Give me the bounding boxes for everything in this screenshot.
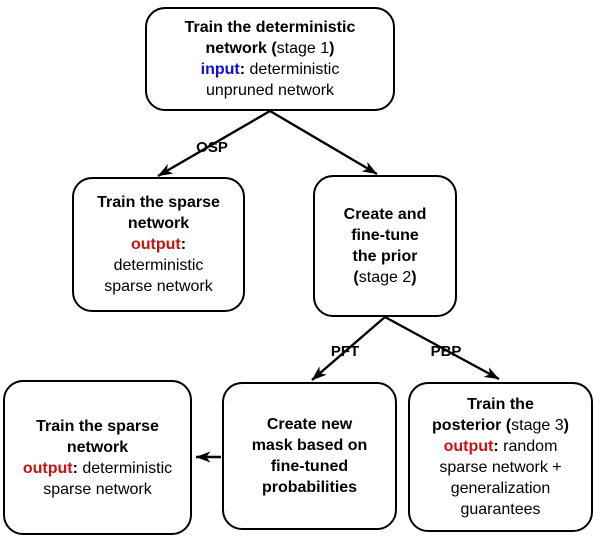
input-keyword: input	[200, 61, 240, 78]
text-line: sparse network	[9, 479, 186, 500]
text-line: Create and	[319, 204, 451, 225]
text-segment: probabilities	[261, 479, 358, 496]
text-segment: )	[329, 40, 335, 57]
edge-label-pft: PFT	[331, 343, 359, 360]
text-segment: :	[180, 236, 187, 253]
output-keyword: output	[443, 438, 494, 455]
text-line: output: deterministic	[9, 458, 186, 479]
text-line: Train the	[414, 394, 587, 415]
edge-prior-to-posterior-pbp	[384, 315, 500, 381]
node-train-sparse-network-osp: Train the sparse network output: determinis…	[72, 177, 245, 312]
text-line: network	[78, 213, 239, 234]
edge-label-osp: OSP	[196, 139, 228, 156]
text-line: deterministic	[78, 255, 239, 276]
text-segment: fine-tuned	[270, 458, 349, 475]
text-segment: sparse network	[104, 278, 213, 295]
text-segment: Train the	[467, 396, 534, 413]
text-line: unpruned network	[151, 80, 389, 101]
text-segment: Train the deterministic	[184, 19, 356, 36]
text-line: Train the deterministic	[151, 17, 389, 38]
text-line: generalization	[414, 478, 587, 499]
text-line: Train the sparse	[78, 192, 239, 213]
text-segment: :	[493, 438, 504, 455]
text-segment: )	[411, 269, 417, 286]
text-line: sparse network +	[414, 457, 587, 478]
node-create-finetune-prior-stage2: Create and fine-tune the prior (stage 2)	[313, 175, 457, 317]
text-line: fine-tune	[319, 225, 451, 246]
text-segment: Train the sparse	[97, 194, 220, 211]
text-segment: stage 1	[276, 40, 330, 57]
text-line: Train the sparse	[9, 416, 186, 437]
text-segment: network	[66, 438, 129, 456]
text-segment: generalization	[450, 480, 551, 497]
text-segment: unpruned network	[205, 82, 335, 99]
text-segment: random	[503, 438, 558, 455]
text-line: sparse network	[78, 276, 239, 297]
text-line: network	[9, 437, 186, 458]
text-segment: Create and	[343, 206, 427, 223]
text-segment: network (	[205, 40, 277, 57]
text-line: Create new	[228, 414, 391, 435]
output-keyword: output	[22, 459, 73, 477]
text-segment: sparse network	[43, 480, 152, 498]
text-line: guarantees	[414, 499, 587, 520]
text-line: probabilities	[228, 477, 391, 498]
text-line: (stage 2)	[319, 267, 451, 288]
text-segment: deterministic	[113, 257, 204, 274]
output-keyword: output	[130, 236, 181, 253]
text-segment: deterministic	[82, 459, 173, 477]
text-line: output:	[78, 234, 239, 255]
text-line: mask based on	[228, 435, 391, 456]
text-segment: stage 3	[511, 417, 564, 434]
text-line: the prior	[319, 246, 451, 267]
text-line: input: deterministic	[151, 59, 389, 80]
text-segment: mask based on	[251, 437, 368, 454]
text-segment: sparse network +	[439, 459, 562, 476]
text-segment: the prior	[352, 248, 418, 265]
edge-stage1-to-prior	[269, 109, 378, 176]
edge-prior-to-mask-pft	[311, 316, 386, 381]
text-segment: fine-tune	[351, 227, 419, 244]
text-line: fine-tuned	[228, 456, 391, 477]
edge-label-pbp: PBP	[431, 343, 462, 360]
text-line: output: random	[414, 436, 587, 457]
text-segment: stage 2	[358, 269, 412, 286]
text-segment: posterior (	[432, 417, 512, 434]
text-line: network (stage 1)	[151, 38, 389, 59]
text-segment: deterministic	[249, 61, 340, 78]
text-segment: Train the sparse	[36, 417, 159, 435]
node-train-deterministic-network-stage1: Train the deterministic network (stage 1)…	[145, 7, 395, 111]
node-create-new-mask: Create new mask based on fine-tuned probabi…	[222, 382, 397, 530]
node-train-sparse-network-pft: Train the sparse network output: determini…	[3, 380, 192, 535]
text-segment: (	[353, 269, 359, 286]
text-segment: :	[239, 61, 250, 78]
edge-stage1-to-sparse-osp	[157, 109, 271, 178]
text-segment: guarantees	[460, 501, 541, 518]
text-line: posterior (stage 3)	[414, 415, 587, 436]
text-segment: )	[563, 417, 569, 434]
text-segment: :	[72, 459, 83, 477]
text-segment: Create new	[266, 416, 353, 433]
text-segment: network	[127, 215, 190, 232]
